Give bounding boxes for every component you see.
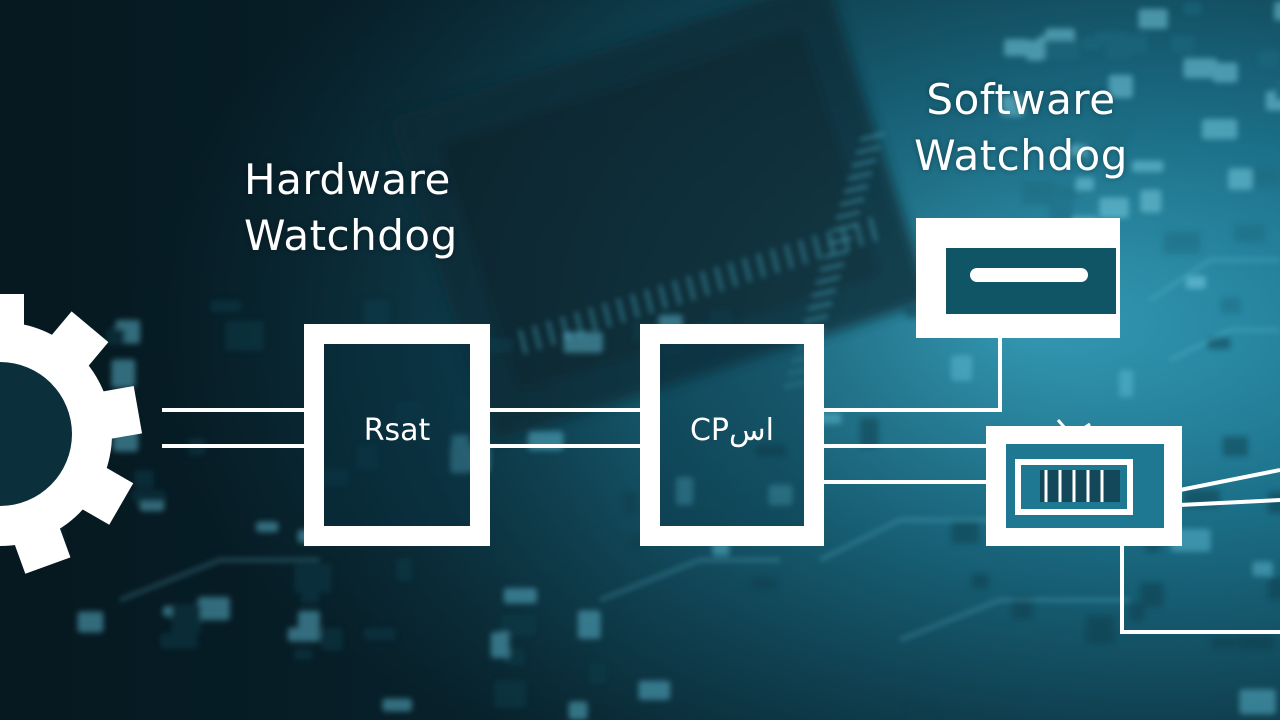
software-watchdog-heading: Software Watchdog <box>896 72 1146 184</box>
software-watchdog-title-line2: Watchdog <box>914 131 1128 180</box>
software-watchdog-title-line1: Software <box>926 75 1116 124</box>
software-watchdog-box <box>916 218 1120 338</box>
cpu-box-label: CPسl <box>689 413 774 448</box>
hardware-watchdog-box-label: Rsat <box>363 413 431 448</box>
hardware-watchdog-title-line1: Hardware <box>244 155 451 204</box>
software-chip-block <box>986 419 1182 546</box>
hardware-watchdog-title-line2: Watchdog <box>244 211 458 260</box>
gear-icon <box>0 294 143 574</box>
cpu-box <box>640 324 824 546</box>
hardware-watchdog-box <box>304 324 490 546</box>
hardware-watchdog-heading: Hardware Watchdog <box>244 152 458 264</box>
